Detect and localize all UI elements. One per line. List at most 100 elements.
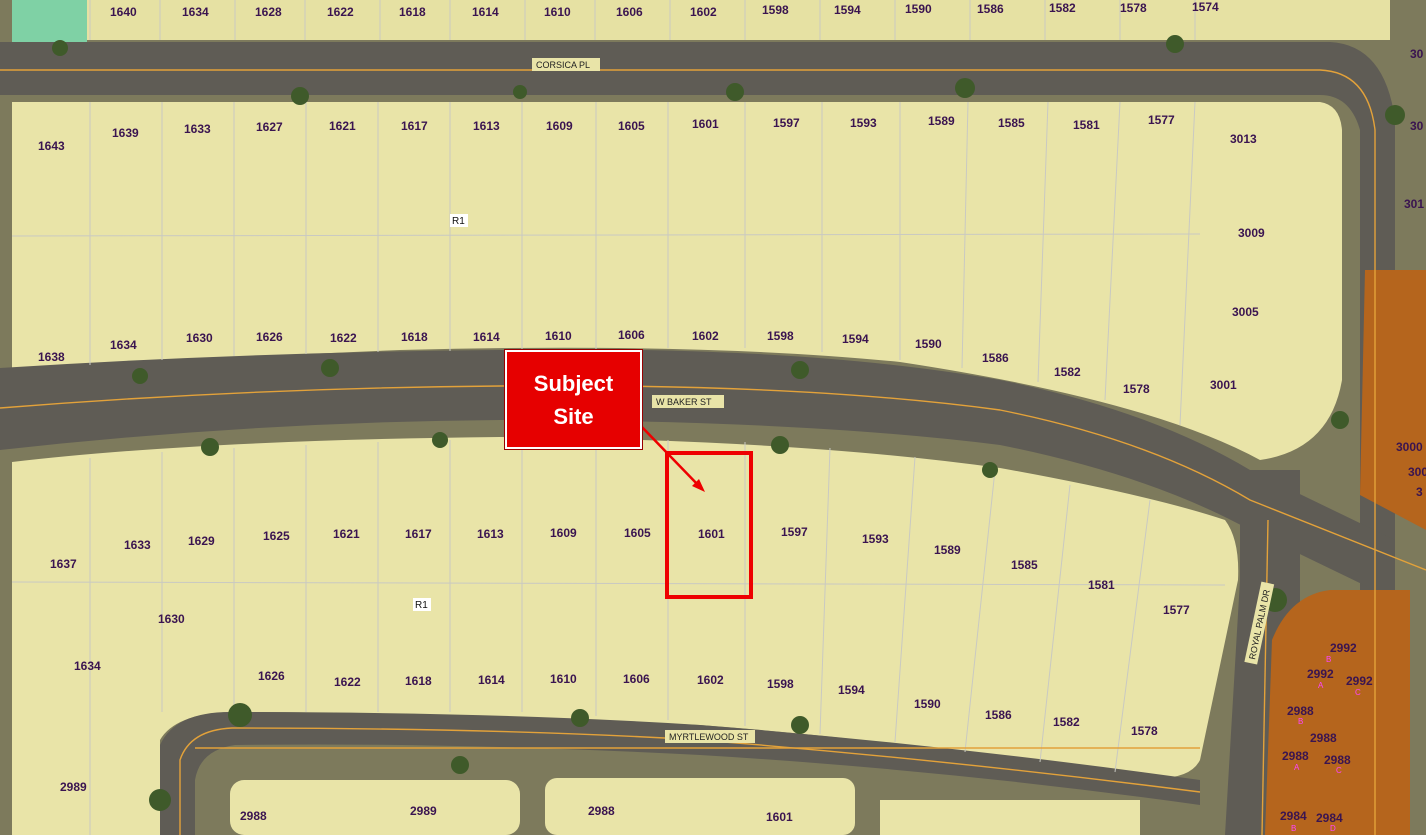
parcel-number: 1633: [124, 538, 151, 552]
subject-site-outline[interactable]: [665, 451, 753, 599]
unit-letter: A: [1318, 681, 1324, 690]
parcel-number: 1585: [998, 116, 1025, 130]
corsica-label-bg: [532, 58, 600, 71]
parcel-number: 3013: [1230, 132, 1257, 146]
royal-palm-label-bg: [1244, 581, 1275, 665]
parcel-number: 1582: [1053, 715, 1080, 729]
parcel-number: 1613: [477, 527, 504, 541]
parcel-number: 30: [1410, 47, 1424, 61]
zone-labels: R1 R1: [413, 214, 468, 611]
parcel-number: 1593: [850, 116, 877, 130]
parcel-number: 2988: [1324, 753, 1351, 767]
zone-south-bg: [413, 598, 431, 611]
parcel-number: 1606: [618, 328, 645, 342]
parcel-number: 2988: [240, 809, 267, 823]
parcel-number: 2984: [1316, 811, 1343, 825]
street-label-myrtlewood: MYRTLEWOOD ST: [669, 732, 749, 742]
parcel-number: 1618: [401, 330, 428, 344]
road-baker: [0, 349, 1395, 600]
street-label-corsica: CORSICA PL: [536, 60, 590, 70]
parcel-number: 1622: [327, 5, 354, 19]
parcel-number: 1626: [258, 669, 285, 683]
parcel-number: 1597: [773, 116, 800, 130]
parcel-number: 2988: [1310, 731, 1337, 745]
parcel-number: 301: [1404, 197, 1424, 211]
callout-text: Subject Site: [533, 370, 614, 429]
parcel-number: 1610: [545, 329, 572, 343]
parcel-number: 3009: [1238, 226, 1265, 240]
parcel-number: 1621: [333, 527, 360, 541]
parcel-number: 1626: [256, 330, 283, 344]
parcel-number: 3001: [1210, 378, 1237, 392]
parcel-labels: 1640 1634 1628 1622 1618 1614 1610 1606 1602 1598…: [38, 0, 1426, 833]
parcel-number: 1618: [405, 674, 432, 688]
parcel-number: 1643: [38, 139, 65, 153]
parcel-number: 1577: [1163, 603, 1190, 617]
parcel-number: 3: [1416, 485, 1423, 499]
callout-arrow: [639, 424, 701, 488]
parcel-number: 1628: [255, 5, 282, 19]
unit-letter: B: [1298, 717, 1303, 726]
parcel-number: 1618: [399, 5, 426, 19]
parcel-number: 1614: [473, 330, 500, 344]
parcel-number: 2992: [1307, 667, 1334, 681]
parcel-number: 1630: [158, 612, 185, 626]
parcel-number: 1638: [38, 350, 65, 364]
parcel-lines: [11, 0, 1226, 835]
parcel-number: 1622: [334, 675, 361, 689]
parcel-number: 1627: [256, 120, 283, 134]
parcel-number: 1639: [112, 126, 139, 140]
parcel-number: 1640: [110, 5, 137, 19]
commercial-parcels-south[interactable]: [1265, 590, 1410, 835]
parcel-number: 1578: [1123, 382, 1150, 396]
green-parcel[interactable]: [12, 0, 87, 42]
road-myrtlewood: [160, 712, 1200, 835]
baker-label-bg: [652, 395, 724, 408]
parcel-number: 1601: [766, 810, 793, 824]
zone-label-south: R1: [415, 600, 428, 611]
subject-site-callout[interactable]: Subject Site: [505, 350, 642, 449]
parcel-number: 1582: [1049, 1, 1076, 15]
parcel-block-top[interactable]: [12, 0, 1390, 40]
parcel-number: 1590: [905, 2, 932, 16]
parcel-number: 1602: [692, 329, 719, 343]
parcel-number: 1581: [1073, 118, 1100, 132]
unit-letter: C: [1336, 766, 1342, 775]
parcel-number: 1593: [862, 532, 889, 546]
parcel-number: 2992: [1346, 674, 1373, 688]
unit-letter: B: [1291, 824, 1296, 833]
parcel-number: 2988: [588, 804, 615, 818]
commercial-parcels-east[interactable]: [1360, 270, 1426, 530]
parcel-number: 1614: [478, 673, 505, 687]
zone-north-bg: [450, 214, 468, 227]
parcel-number: 1617: [401, 119, 428, 133]
parcel-number: 1586: [985, 708, 1012, 722]
parcel-number: 1605: [618, 119, 645, 133]
parcel-number: 1617: [405, 527, 432, 541]
parcel-block-bottom-2[interactable]: [545, 778, 855, 835]
parcel-number: 1610: [544, 5, 571, 19]
parcel-block-1[interactable]: [12, 102, 1342, 460]
parcel-block-2[interactable]: [12, 437, 1239, 835]
parcel-number: 1589: [928, 114, 955, 128]
unit-letter: B: [1326, 655, 1331, 664]
parcel-block-bottom-3[interactable]: [880, 800, 1140, 835]
parcel-number: 1614: [472, 5, 499, 19]
parcel-number: 1634: [182, 5, 209, 19]
parcel-number: 3005: [1232, 305, 1259, 319]
parcel-number: 1605: [624, 526, 651, 540]
parcel-number: 1586: [977, 2, 1004, 16]
parcel-number: 1634: [74, 659, 101, 673]
unit-letter: D: [1330, 824, 1336, 833]
parcel-number: 1578: [1120, 1, 1147, 15]
street-label-baker: W BAKER ST: [656, 397, 712, 407]
parcel-number: 1606: [616, 5, 643, 19]
parcel-block-bottom-1[interactable]: [230, 780, 520, 835]
parcel-number: 1598: [767, 677, 794, 691]
parcel-number: 1602: [697, 673, 724, 687]
parcel-number: 1609: [550, 526, 577, 540]
parcel-number: 2988: [1287, 704, 1314, 718]
parcel-number: 1610: [550, 672, 577, 686]
